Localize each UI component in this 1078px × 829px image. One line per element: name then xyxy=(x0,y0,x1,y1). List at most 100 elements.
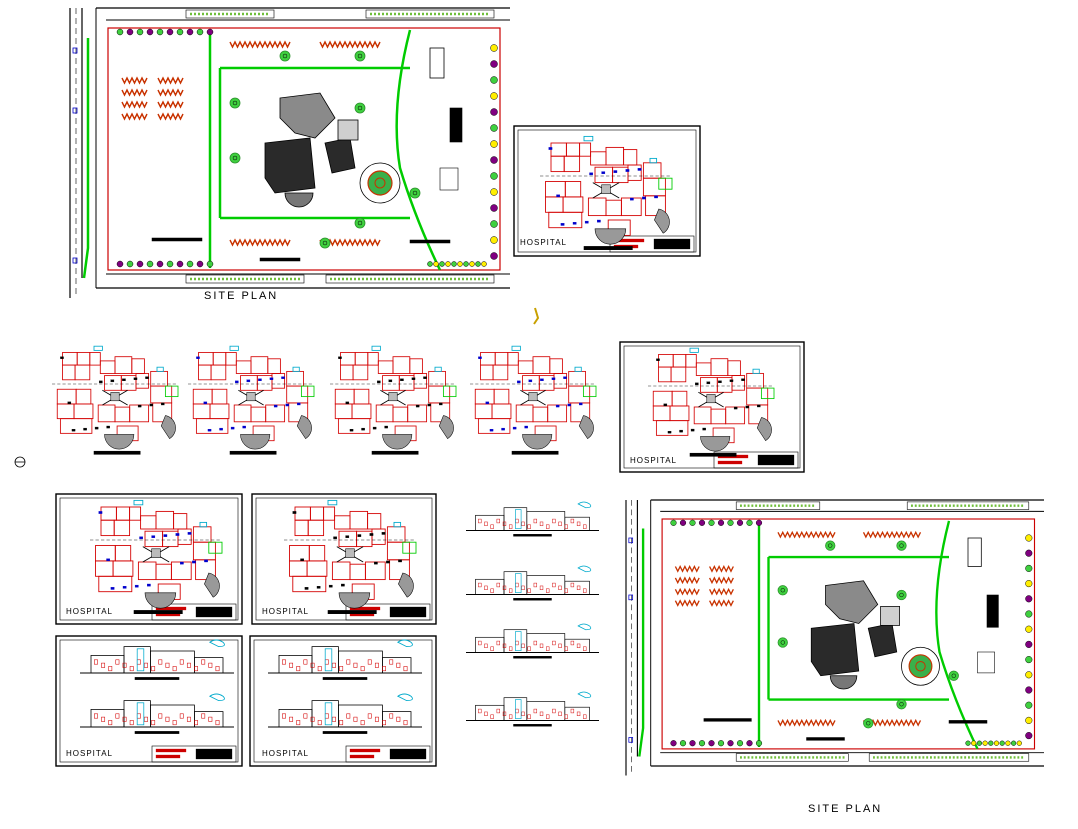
accent-mark xyxy=(371,345,381,351)
room-outline xyxy=(289,560,308,577)
window-mark xyxy=(564,588,568,593)
boundary-tree xyxy=(679,740,687,747)
room-outline xyxy=(73,403,94,420)
furniture-mark xyxy=(745,405,749,409)
furniture-mark xyxy=(106,425,110,429)
window-mark xyxy=(552,708,556,714)
furniture-mark xyxy=(642,196,646,200)
room-outline xyxy=(95,545,116,562)
boundary-tree xyxy=(206,28,214,36)
road-marker xyxy=(628,594,634,601)
furniture-mark xyxy=(273,404,278,408)
furniture-mark xyxy=(316,586,321,589)
window-mark xyxy=(508,646,513,651)
accent-mark xyxy=(574,366,582,372)
title-block xyxy=(713,451,799,469)
parking-row xyxy=(674,565,700,573)
hedge-strip xyxy=(735,501,821,510)
room-outline xyxy=(340,364,354,381)
furniture-mark xyxy=(656,358,660,361)
room-outline xyxy=(115,506,131,521)
window-mark xyxy=(324,659,329,665)
furniture-mark xyxy=(757,404,761,408)
building-elevation xyxy=(564,580,590,595)
room-outline xyxy=(155,563,172,581)
window-mark xyxy=(527,524,531,529)
boundary-tree xyxy=(689,519,696,526)
room-outline xyxy=(587,197,607,217)
tree-trunk xyxy=(828,543,833,548)
window-mark xyxy=(508,714,513,719)
window-mark xyxy=(208,662,213,668)
window-mark xyxy=(144,662,148,668)
title-block-logo xyxy=(389,606,427,618)
furniture-mark xyxy=(133,377,138,380)
entrance-canopy xyxy=(296,415,312,439)
window-mark xyxy=(478,640,482,646)
window-mark xyxy=(490,524,494,529)
accent-mark xyxy=(133,499,144,506)
boundary-tree xyxy=(433,261,439,267)
parking-row xyxy=(157,112,184,121)
glass-facade xyxy=(136,702,145,726)
accent-mark xyxy=(649,157,658,164)
window-mark xyxy=(403,720,408,726)
tree-trunk xyxy=(866,721,871,726)
boundary-tree xyxy=(1025,686,1033,694)
boundary-tree xyxy=(982,740,988,746)
furniture-mark xyxy=(99,380,103,384)
boundary-tree xyxy=(1025,549,1033,557)
room-outline xyxy=(620,197,642,217)
title-block xyxy=(151,745,237,763)
roundabout xyxy=(901,646,940,686)
room-outline xyxy=(97,404,116,423)
furniture-mark xyxy=(235,380,239,384)
furniture-mark xyxy=(372,426,377,430)
entrance-canopy xyxy=(104,434,135,450)
annex-outline xyxy=(164,385,179,398)
window-mark xyxy=(396,716,401,722)
tree-symbol xyxy=(229,152,241,164)
window-mark xyxy=(527,588,531,593)
furniture-mark xyxy=(137,404,142,408)
window-mark xyxy=(324,713,329,719)
room-outline xyxy=(211,388,228,405)
furniture-mark xyxy=(203,401,208,405)
tree-symbol xyxy=(948,670,959,681)
median-hedge xyxy=(82,38,90,279)
window-mark xyxy=(396,662,401,668)
boundary-tree xyxy=(481,261,487,267)
window-mark xyxy=(552,582,556,588)
boundary-tree xyxy=(156,28,164,36)
room-outline xyxy=(129,506,142,521)
boundary-tree xyxy=(490,188,498,196)
window-mark xyxy=(576,521,581,526)
stair-core xyxy=(345,548,355,558)
furniture-mark xyxy=(110,379,115,383)
tree-symbol xyxy=(863,718,874,729)
parking-row xyxy=(777,718,836,727)
title-block-line xyxy=(349,754,375,759)
room-outline xyxy=(670,366,687,383)
hedge-strip xyxy=(735,753,849,762)
room-outline xyxy=(407,404,428,423)
boundary-tree xyxy=(670,519,677,526)
window-mark xyxy=(101,662,106,668)
window-mark xyxy=(282,713,286,719)
hospital-label-sheet-c: HOSPITAL xyxy=(66,749,113,758)
scale-bar xyxy=(513,656,552,659)
furniture-mark xyxy=(597,219,601,223)
boundary-tree xyxy=(196,28,204,36)
boundary-tree xyxy=(490,204,498,212)
furniture-mark xyxy=(122,586,127,589)
furniture-mark xyxy=(485,401,490,405)
title-block-line xyxy=(717,460,743,465)
elevation-strip-3 xyxy=(466,623,600,659)
boundary-tree xyxy=(475,261,481,267)
roundabout-garden xyxy=(908,654,933,679)
hospital-label-sheet-d: HOSPITAL xyxy=(262,749,309,758)
room-outline xyxy=(192,403,211,420)
boundary-tree xyxy=(1025,595,1033,603)
parking-row xyxy=(319,238,381,247)
